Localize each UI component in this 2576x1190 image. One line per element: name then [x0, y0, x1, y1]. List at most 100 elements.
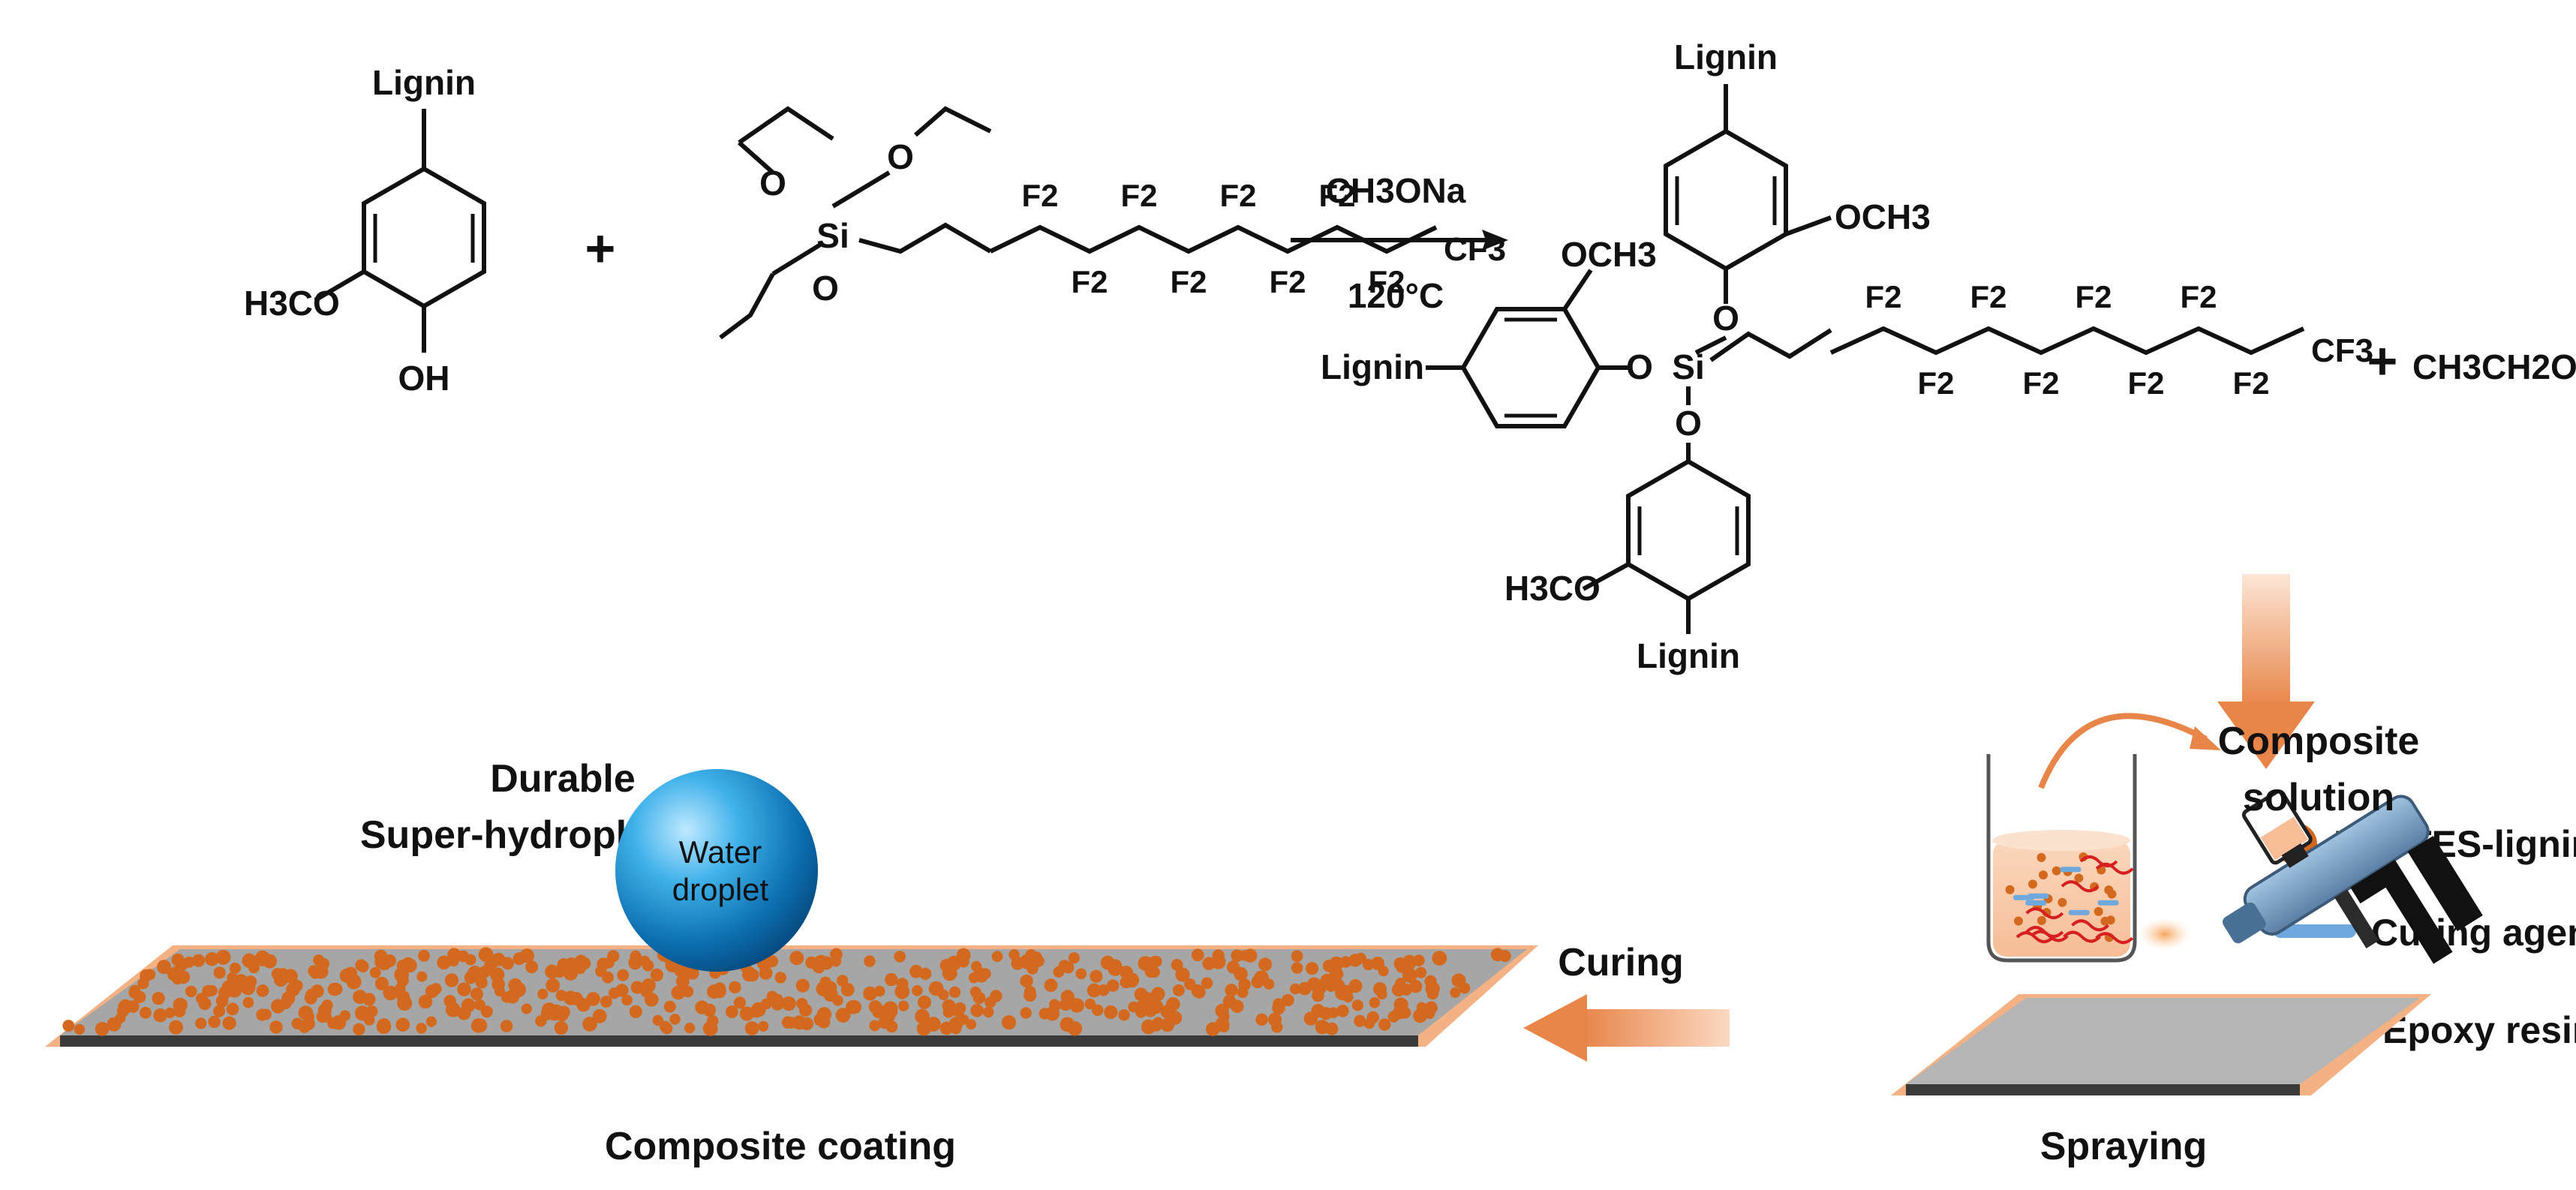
- particle: [339, 968, 354, 983]
- f2-label: F2: [1269, 264, 1306, 299]
- particle: [1138, 956, 1153, 971]
- composite-coating-panel: Durable Super-hydrophobicity Water dropl…: [45, 757, 1538, 1168]
- particle: [1175, 967, 1190, 982]
- particle: [229, 962, 241, 975]
- particle: [310, 984, 324, 998]
- ethoxy-chain-bottom: [719, 272, 775, 340]
- particle: [2074, 873, 2084, 883]
- particle: [1045, 1006, 1060, 1021]
- composite-solution-label-1: Composite: [2218, 720, 2420, 763]
- particle: [586, 992, 600, 1006]
- particle: [2028, 879, 2037, 889]
- particle: [137, 978, 149, 990]
- particle: [1171, 959, 1183, 971]
- chain-backbone: [1829, 326, 2305, 356]
- particle: [1378, 1018, 1391, 1031]
- particle: [192, 954, 206, 967]
- spray-substrate-top: [1906, 998, 2420, 1084]
- particle: [2036, 915, 2046, 925]
- particle: [1413, 1008, 1427, 1023]
- oxygen-label: O: [887, 137, 914, 176]
- reagent-label: CH3ONa: [1326, 171, 1466, 210]
- transfer-arrow-head: [2190, 726, 2221, 750]
- particle: [886, 1006, 898, 1018]
- particle: [494, 985, 506, 996]
- cf3-label: CF3: [2311, 332, 2373, 369]
- particle: [795, 978, 810, 993]
- particle: [750, 1002, 766, 1017]
- particle: [1092, 1004, 1104, 1017]
- epoxy-strand: [2071, 919, 2109, 932]
- particle: [1075, 968, 1087, 980]
- particle: [1303, 1011, 1318, 1026]
- particle: [1141, 1019, 1156, 1035]
- reaction-arrow: CH3ONa 120°C: [1291, 171, 1508, 315]
- particle: [402, 958, 417, 973]
- bond: [314, 269, 365, 302]
- particle: [885, 972, 898, 987]
- particle: [954, 1002, 966, 1014]
- bond: [738, 140, 774, 175]
- particle: [1020, 1007, 1032, 1019]
- particle: [74, 1023, 85, 1035]
- particle: [1068, 952, 1080, 964]
- spray-gun-nozzle: [2223, 902, 2266, 944]
- particle: [353, 1023, 365, 1036]
- particle: [222, 1016, 236, 1030]
- reactant1-methoxy-label: H3CO: [244, 284, 340, 323]
- particle: [1395, 978, 1406, 989]
- particle: [1059, 998, 1072, 1011]
- reactant1-lignin-label: Lignin: [372, 63, 476, 102]
- particle: [1348, 979, 1363, 993]
- reactant1-hydroxyl-label: OH: [398, 359, 450, 398]
- particle: [1327, 1007, 1339, 1018]
- particle: [582, 1017, 597, 1032]
- particle: [863, 986, 877, 1001]
- particle: [444, 973, 459, 987]
- particle: [729, 981, 741, 994]
- particle: [970, 1004, 984, 1017]
- particle: [271, 999, 286, 1014]
- particle: [242, 953, 257, 968]
- particle: [1408, 980, 1423, 993]
- ethoxy-chain-top-left: [738, 106, 834, 145]
- particle: [1362, 958, 1375, 971]
- particle: [256, 984, 269, 997]
- particle: [926, 1017, 941, 1032]
- particle: [1090, 969, 1103, 983]
- particle: [1426, 987, 1439, 1000]
- particle: [1069, 998, 1084, 1013]
- particle: [1166, 997, 1180, 1011]
- particle: [1498, 950, 1511, 963]
- particle: [563, 990, 579, 1005]
- particle: [269, 1020, 283, 1034]
- particle: [1044, 978, 1058, 993]
- silicon-label: Si: [816, 216, 849, 255]
- down-arrow-head: [2217, 702, 2315, 769]
- particle: [835, 1008, 851, 1023]
- down-arrow-shaft: [2242, 574, 2290, 705]
- particle: [546, 978, 561, 993]
- particle: [1251, 975, 1264, 989]
- f2-label: F2: [1368, 264, 1405, 299]
- particle: [912, 985, 923, 996]
- oxygen-label: O: [759, 164, 786, 203]
- particle: [1329, 956, 1344, 971]
- particle: [2036, 852, 2046, 862]
- particle: [1363, 1017, 1375, 1029]
- particle: [1172, 984, 1185, 996]
- ethoxy-chain-top-right: [914, 106, 992, 137]
- particle: [208, 1015, 221, 1029]
- particle: [377, 1018, 391, 1032]
- particle: [1272, 1001, 1285, 1015]
- byproduct-ethanol: CH3CH2OH: [2412, 347, 2576, 386]
- particle: [1325, 981, 1336, 992]
- particle: [630, 951, 642, 963]
- f2-label: F2: [2180, 279, 2217, 314]
- particle: [919, 967, 932, 980]
- particle: [1336, 1005, 1349, 1017]
- particle: [1424, 975, 1437, 987]
- particle: [521, 1003, 532, 1014]
- f2-label: F2: [2075, 279, 2112, 314]
- particle: [2057, 897, 2067, 907]
